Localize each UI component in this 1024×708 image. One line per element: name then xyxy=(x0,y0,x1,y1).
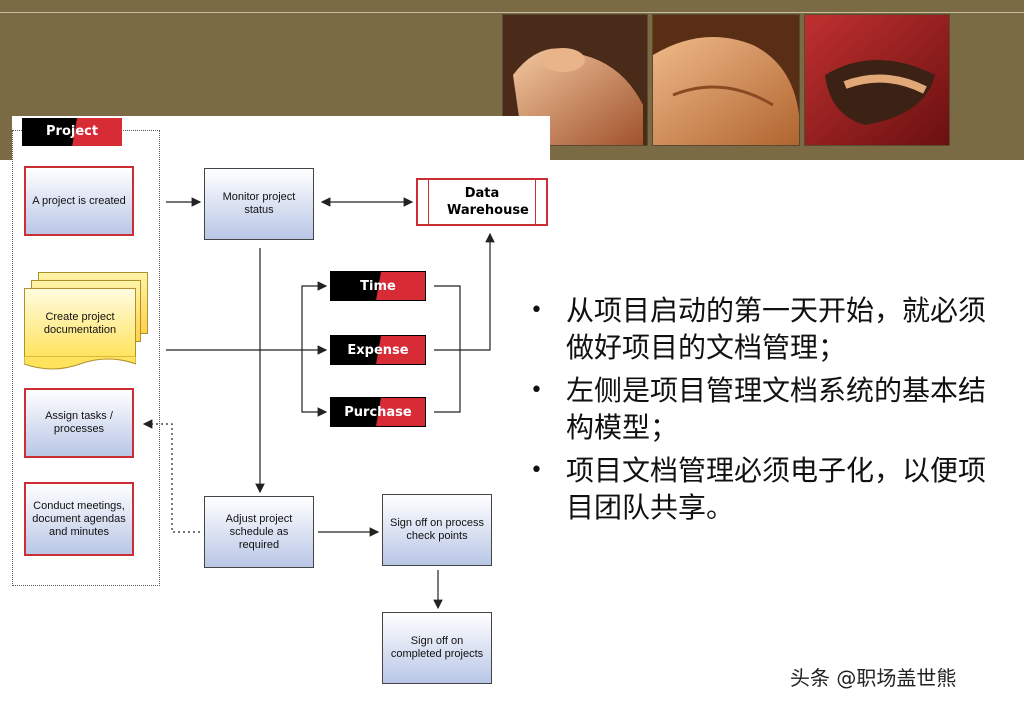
bullet-dot-icon: • xyxy=(530,298,543,323)
expense-label: Expense xyxy=(347,342,409,358)
project-tab: Project xyxy=(22,118,122,146)
bullet-text: 左侧是项目管理文档系统的基本结构模型； xyxy=(566,374,987,444)
bullet-dot-icon: • xyxy=(530,378,543,403)
monitor-status-box: Monitor project status xyxy=(204,168,314,240)
create-documentation-label: Create project documentation xyxy=(43,310,117,336)
watermark: 头条 @职场盖世熊 xyxy=(790,666,957,690)
project-created-label: A project is created xyxy=(32,194,126,207)
bullet-text: 项目文档管理必须电子化，以便项目团队共享。 xyxy=(566,454,987,524)
create-documentation-box: Create project documentation xyxy=(24,288,136,358)
signoff-checkpoints-box: Sign off on process check points xyxy=(382,494,492,566)
data-warehouse-box: Data Warehouse xyxy=(416,178,548,226)
purchase-bar: Purchase xyxy=(330,397,426,427)
adjust-schedule-box: Adjust project schedule as required xyxy=(204,496,314,568)
conduct-meetings-label: Conduct meetings, document agendas and m… xyxy=(32,499,126,538)
bullet-item: • 项目文档管理必须电子化，以便项目团队共享。 xyxy=(528,452,998,526)
assign-tasks-label: Assign tasks / processes xyxy=(45,410,113,435)
signoff-completed-box: Sign off on completed projects xyxy=(382,612,492,684)
warehouse-right-rule xyxy=(535,180,536,224)
conduct-meetings-box: Conduct meetings, document agendas and m… xyxy=(24,482,134,556)
signoff-completed-label: Sign off on completed projects xyxy=(390,635,484,660)
header-rule xyxy=(0,12,1024,13)
adjust-schedule-label: Adjust project schedule as required xyxy=(225,512,293,551)
hands-photo-2 xyxy=(652,14,800,146)
warehouse-left-rule xyxy=(428,180,429,224)
signoff-checkpoints-label: Sign off on process check points xyxy=(390,517,484,542)
project-created-box: A project is created xyxy=(24,166,134,236)
data-warehouse-label: Data Warehouse xyxy=(447,186,529,218)
bullet-dot-icon: • xyxy=(530,458,543,483)
expense-bar: Expense xyxy=(330,335,426,365)
monitor-status-label: Monitor project status xyxy=(222,191,296,216)
bullet-item: • 从项目启动的第一天开始，就必须做好项目的文档管理； xyxy=(528,292,998,366)
hands-photo-3 xyxy=(804,14,950,146)
bullet-text: 从项目启动的第一天开始，就必须做好项目的文档管理； xyxy=(566,294,987,364)
bullet-item: • 左侧是项目管理文档系统的基本结构模型； xyxy=(528,372,998,446)
assign-tasks-box: Assign tasks / processes xyxy=(24,388,134,458)
purchase-label: Purchase xyxy=(344,404,412,420)
time-label: Time xyxy=(360,278,396,294)
document-wave-edge xyxy=(24,356,136,370)
bullet-list: • 从项目启动的第一天开始，就必须做好项目的文档管理； • 左侧是项目管理文档系统的… xyxy=(528,292,998,532)
time-bar: Time xyxy=(330,271,426,301)
